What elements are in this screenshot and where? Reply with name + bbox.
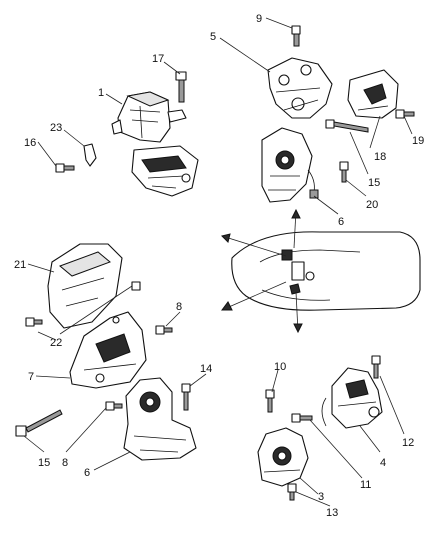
part-19-bolt [395, 109, 415, 119]
callout-9: 9 [256, 13, 262, 25]
part-20-bolt [339, 161, 349, 183]
part-15-bolt-upper [325, 119, 369, 133]
callout-19: 19 [412, 135, 424, 147]
callout-22: 22 [50, 337, 62, 349]
part-6-mount-upper [261, 127, 319, 203]
callout-6b: 6 [84, 467, 90, 479]
leader-lines [23, 17, 413, 507]
part-4-bracket [331, 367, 383, 429]
part-3-mount [257, 427, 309, 487]
callout-8b: 8 [62, 457, 68, 469]
callout-1: 1 [98, 87, 104, 99]
callout-7: 7 [28, 371, 34, 383]
callout-20: 20 [366, 199, 378, 211]
part-16-bolt [55, 163, 75, 173]
callout-10: 10 [274, 361, 286, 373]
callout-17: 17 [152, 53, 164, 65]
callout-16: 16 [24, 137, 36, 149]
callout-12: 12 [402, 437, 414, 449]
callout-13: 13 [326, 507, 338, 519]
part-12-bolt [371, 355, 381, 379]
part-7-bracket [69, 311, 147, 389]
part-21-shield [47, 243, 123, 329]
callout-11: 11 [360, 479, 371, 491]
callout-15a: 15 [368, 177, 380, 189]
callout-18: 18 [374, 151, 386, 163]
vehicle-outline [231, 231, 421, 311]
part-4-wire [321, 397, 327, 427]
part-1-mount [111, 91, 187, 143]
part-6-mount-lower [123, 377, 197, 461]
part-8-bolt-upper [155, 325, 173, 335]
callout-21: 21 [14, 259, 26, 271]
callout-15b: 15 [38, 457, 50, 469]
part-1-bracket [131, 145, 199, 197]
part-9-bolt [291, 25, 301, 47]
callout-4: 4 [380, 457, 386, 469]
part-21-fastener [131, 281, 141, 291]
callout-8a: 8 [176, 301, 182, 313]
part-22-fastener [25, 317, 43, 327]
part-13-bolt [287, 483, 297, 501]
callout-23: 23 [50, 122, 62, 134]
part-15-bolt-lower [15, 409, 63, 437]
callout-3: 3 [318, 491, 324, 503]
callout-14: 14 [200, 363, 212, 375]
callout-6a: 6 [338, 216, 344, 228]
part-10-bolt [265, 389, 275, 413]
callout-5: 5 [210, 31, 216, 43]
part-8-bolt-lower [105, 401, 123, 411]
part-11-bolt [291, 413, 313, 423]
part-17-bolt [175, 71, 187, 103]
part-18-plate [347, 69, 399, 119]
part-14-bolt [181, 383, 191, 411]
vehicle-arrows [221, 208, 303, 334]
part-23-clip [83, 143, 97, 167]
part-5-bracket [267, 57, 333, 119]
callout-labels: 1 17 23 16 5 9 19 18 15 20 6 21 22 8 7 1… [14, 13, 424, 519]
